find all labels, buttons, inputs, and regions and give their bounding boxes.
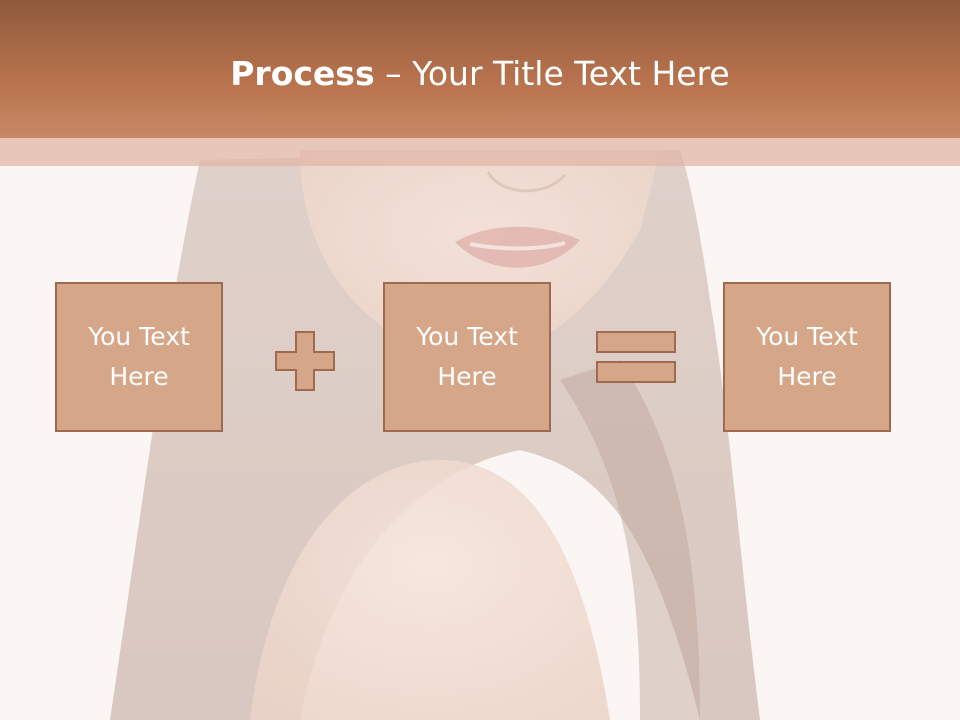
- process-box-1-label: You Text Here: [88, 322, 190, 391]
- title-accent-band: [0, 138, 960, 166]
- title-bold-text: Process: [230, 54, 375, 93]
- equals-icon: [596, 331, 676, 383]
- plus-icon: [275, 331, 335, 391]
- process-box-3[interactable]: You Text Here: [723, 282, 891, 432]
- process-box-2[interactable]: You Text Here: [383, 282, 551, 432]
- title-separator: –: [385, 54, 402, 93]
- process-box-2-label: You Text Here: [416, 322, 518, 391]
- process-box-1[interactable]: You Text Here: [55, 282, 223, 432]
- title-bar: [0, 0, 960, 138]
- process-box-3-label: You Text Here: [756, 322, 858, 391]
- slide-title: Process – Your Title Text Here: [0, 52, 960, 96]
- title-rest-text: Your Title Text Here: [412, 54, 730, 93]
